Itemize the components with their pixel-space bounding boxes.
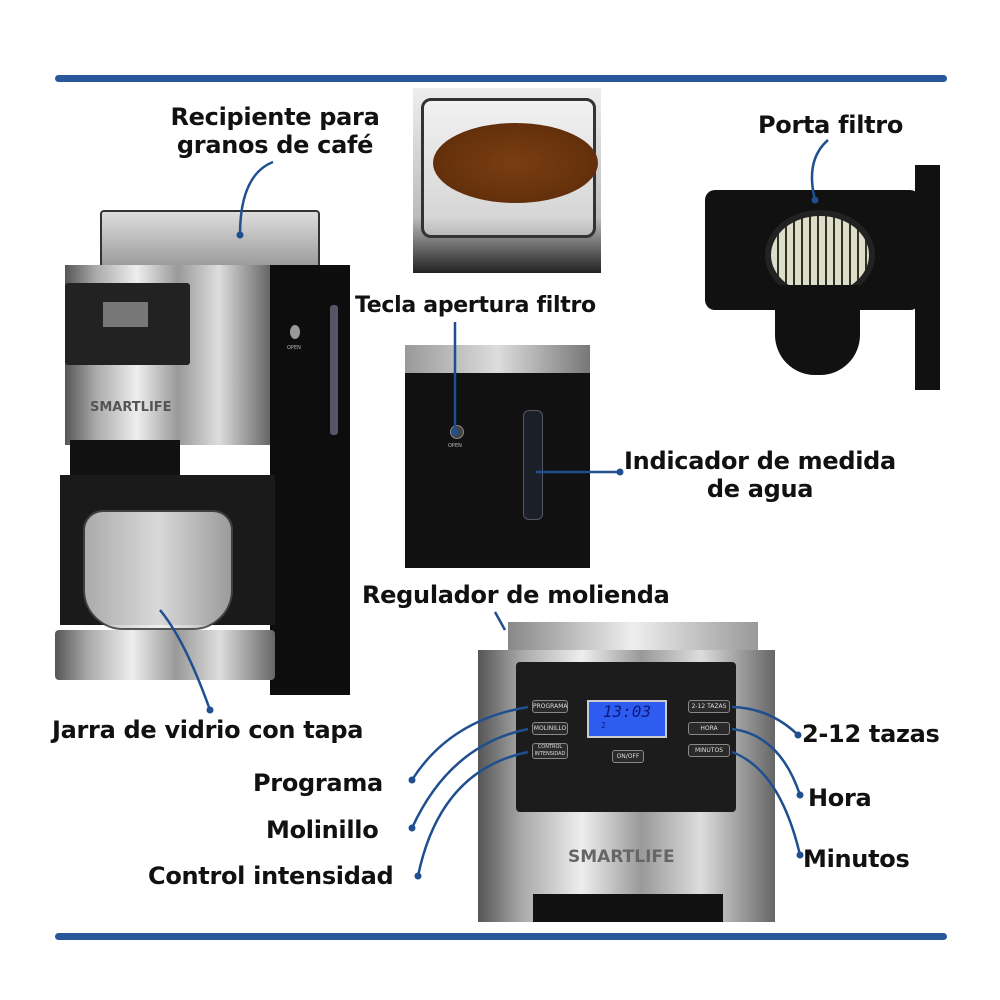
label-filter-holder: Porta filtro — [758, 111, 904, 139]
open-label: OPEN — [448, 443, 462, 449]
top-divider — [55, 75, 947, 82]
coffee-maker-image: SMARTLIFE OPEN — [55, 205, 355, 700]
label-water-indicator: Indicador de medida de agua — [620, 447, 900, 503]
label-program: Programa — [253, 769, 383, 797]
label-line: granos de café — [176, 131, 374, 159]
label-line: Indicador de medida — [624, 447, 896, 475]
open-label: OPEN — [287, 345, 301, 351]
bean-container-image — [413, 88, 601, 273]
filter-holder-image — [705, 165, 940, 390]
display-level: 2 — [601, 721, 606, 730]
onoff-button[interactable]: ON/OFF — [612, 750, 644, 763]
label-grinder: Molinillo — [266, 816, 379, 844]
label-filter-open-key: Tecla apertura filtro — [355, 293, 596, 318]
lcd-display: 13:03 2 — [587, 700, 667, 738]
label-cups: 2-12 tazas — [802, 720, 940, 748]
label-glass-jug: Jarra de vidrio con tapa — [52, 716, 364, 744]
side-panel-image: OPEN — [405, 345, 590, 568]
hora-button[interactable]: HORA — [688, 722, 730, 735]
brand-logo: SMARTLIFE — [90, 400, 172, 415]
label-hour: Hora — [808, 784, 872, 812]
molinillo-button[interactable]: MOLINILLO — [532, 722, 568, 735]
display-time: 13:03 — [602, 702, 652, 721]
label-minutes: Minutos — [803, 845, 910, 873]
label-line: Recipiente para — [170, 103, 380, 131]
cups-button[interactable]: 2-12 TAZAS — [688, 700, 730, 713]
programa-button[interactable]: PROGRAMA — [532, 700, 568, 713]
label-grind-regulator: Regulador de molienda — [362, 581, 670, 609]
bottom-divider — [55, 933, 947, 940]
minutos-button[interactable]: MINUTOS — [688, 744, 730, 757]
label-bean-container: Recipiente para granos de café — [140, 103, 410, 159]
brand-logo: SMARTLIFE — [568, 847, 675, 867]
control-panel-image: SMARTLIFE — [478, 622, 775, 922]
label-intensity: Control intensidad — [148, 862, 394, 890]
intensity-button[interactable]: CONTROL INTENSIDAD — [532, 743, 568, 759]
label-line: de agua — [706, 475, 814, 503]
